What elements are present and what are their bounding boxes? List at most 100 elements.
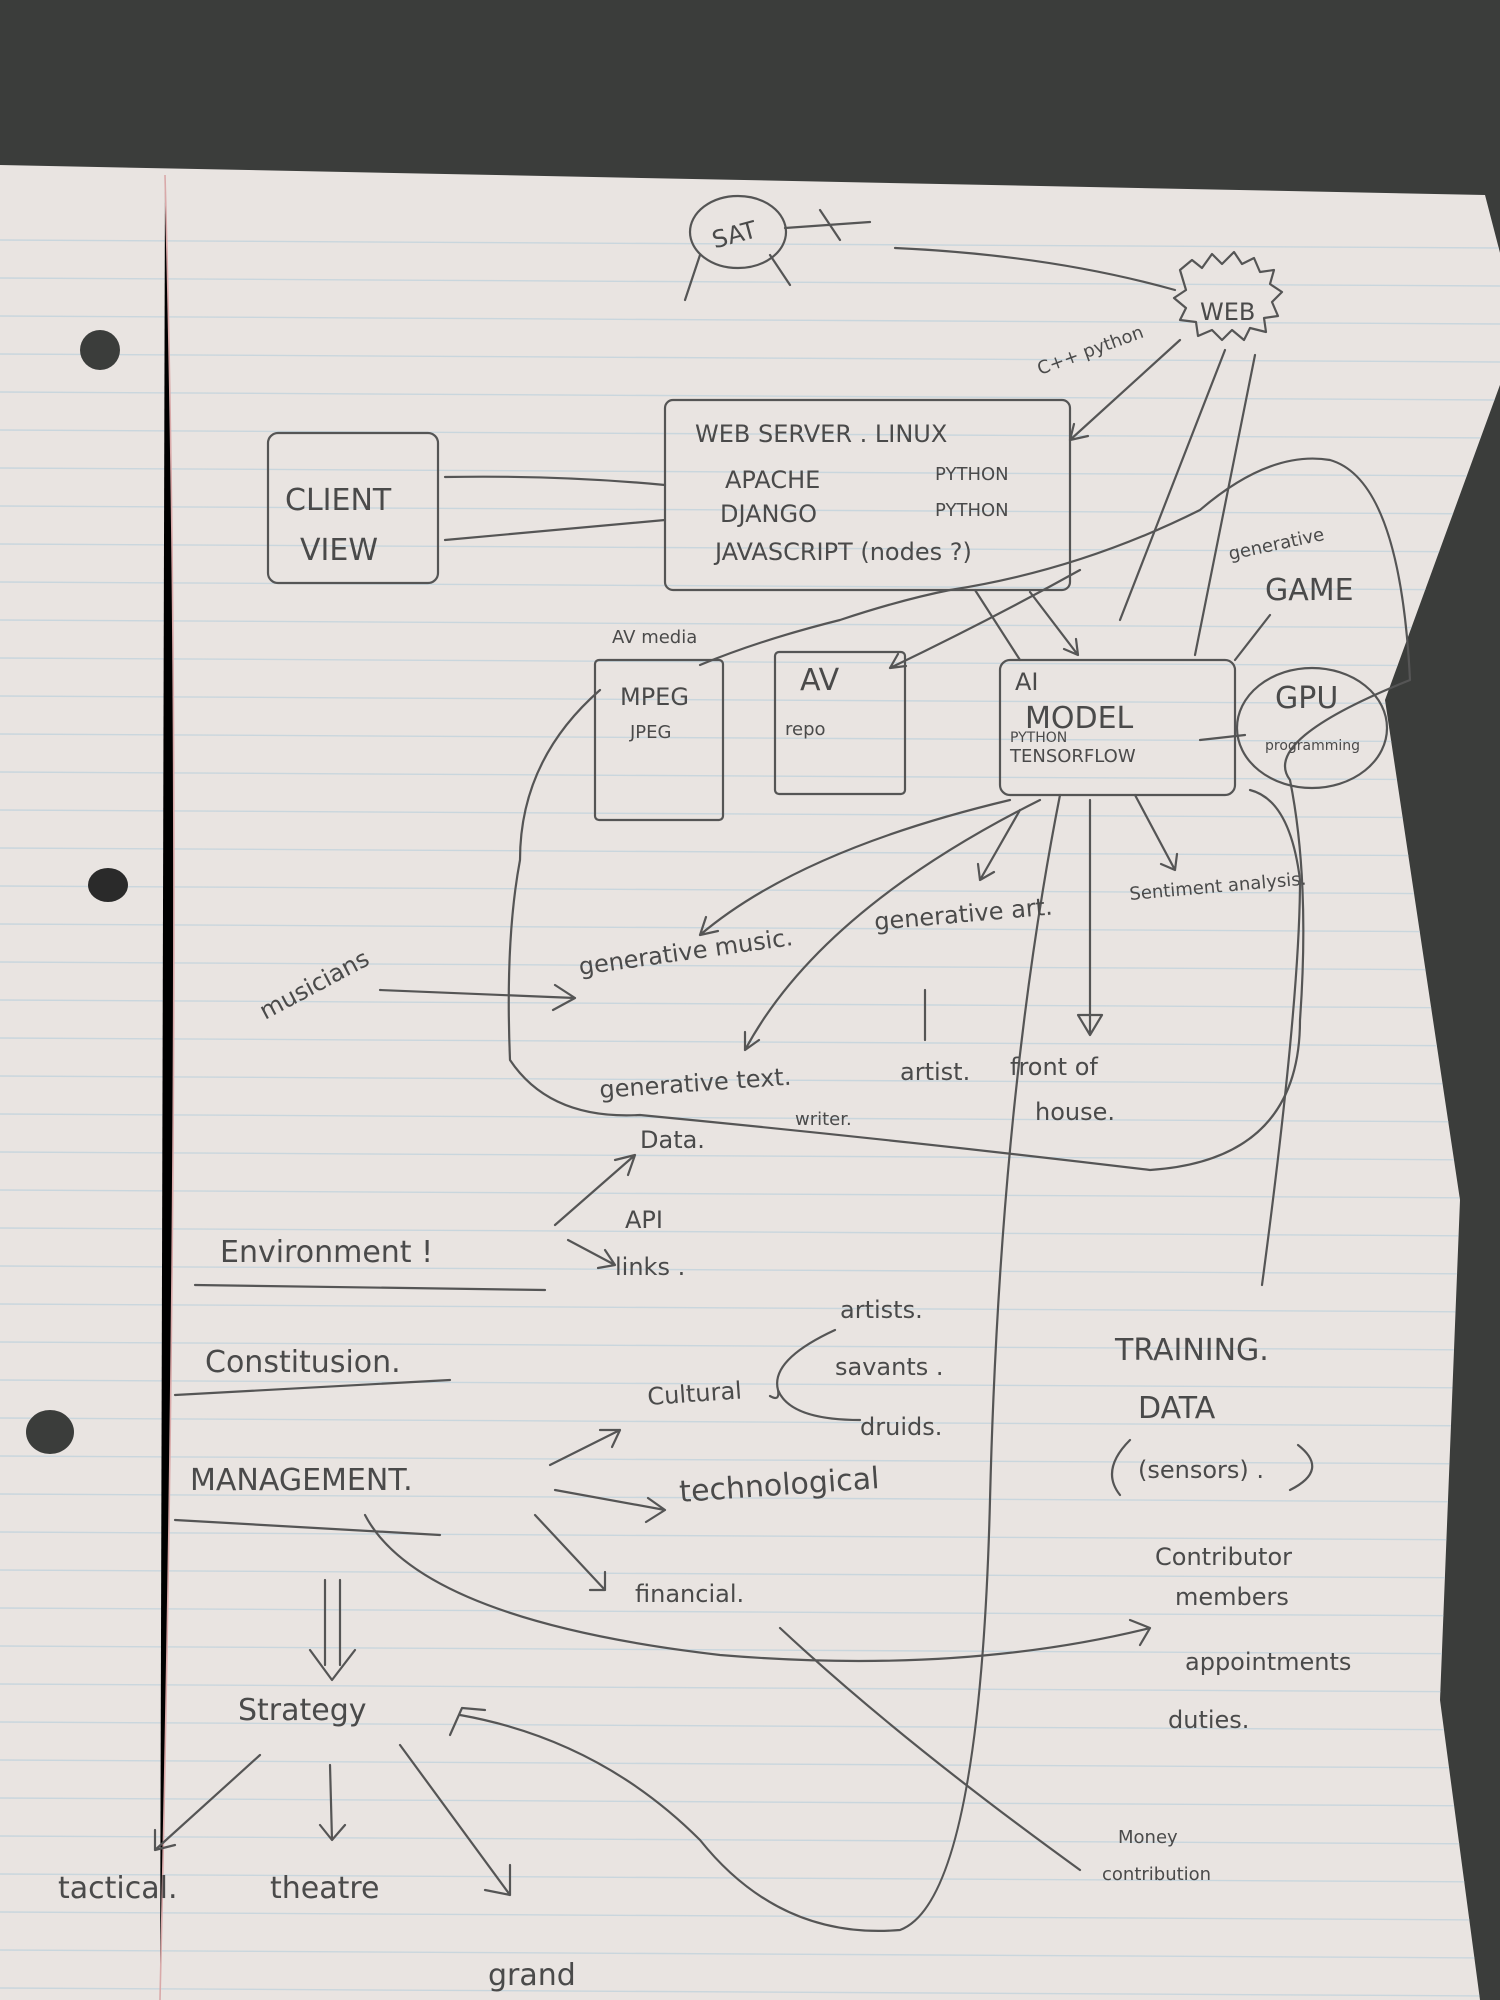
- sensors-label: (sensors) .: [1138, 1456, 1264, 1484]
- mpeg-box: [593, 658, 725, 822]
- strategy-to-grand-arrow: [398, 1743, 512, 1897]
- punch-hole-middle: [88, 868, 128, 902]
- training-label: TRAINING.: [1114, 1333, 1269, 1368]
- training-to-gpu-line: [1248, 788, 1302, 1287]
- av-repo-box: [773, 650, 907, 796]
- av-media-label: AV media: [612, 627, 697, 648]
- artists-label: artists.: [840, 1296, 923, 1324]
- artist-label: artist.: [900, 1058, 970, 1086]
- gpu-programming-label: programming: [1265, 738, 1360, 754]
- client-line1: CLIENT: [285, 483, 392, 518]
- theatre-label: theatre: [270, 1871, 380, 1906]
- jpeg-label: JPEG: [629, 722, 671, 743]
- punch-hole-bottom: [26, 1410, 74, 1454]
- webserver-to-av-line: [888, 568, 1082, 670]
- client-view-box: [266, 431, 440, 585]
- management-to-training-curve: [363, 1513, 1152, 1663]
- api-label: API: [625, 1206, 663, 1234]
- environment-heading: Environment !: [220, 1235, 433, 1270]
- webserver-javascript: JAVASCRIPT (nodes ?): [713, 538, 972, 566]
- front-of-label: front of: [1010, 1053, 1098, 1081]
- web-cloud: [1172, 250, 1284, 342]
- duties-label: duties.: [1168, 1706, 1249, 1734]
- webserver-python-1: PYTHON: [935, 464, 1009, 485]
- ai-to-art-arrow: [976, 808, 1022, 882]
- tactical-label: tactical.: [58, 1871, 178, 1906]
- house-label: house.: [1035, 1098, 1115, 1126]
- tensorflow-label: TENSORFLOW: [1009, 746, 1136, 767]
- ai-to-sentiment-arrow: [1133, 793, 1179, 872]
- mpeg-label: MPEG: [620, 683, 689, 711]
- druids-label: druids.: [860, 1413, 942, 1441]
- cultural-label: Cultural: [646, 1376, 742, 1411]
- webserver-apache: APACHE: [725, 466, 820, 494]
- data-heading-label: DATA: [1138, 1391, 1216, 1426]
- webserver-box: [663, 398, 1072, 592]
- web-label: WEB: [1200, 298, 1255, 326]
- ai-label: AI: [1015, 668, 1039, 696]
- mgmt-to-cultural-arrow: [548, 1428, 622, 1467]
- contribution-label: contribution: [1102, 1864, 1211, 1885]
- webserver-python-2: PYTHON: [935, 500, 1009, 521]
- repo-label: repo: [785, 719, 826, 740]
- links-label: links .: [615, 1253, 685, 1281]
- web-to-ai-line-1: [1118, 348, 1227, 622]
- game-to-ai-line: [1233, 613, 1272, 662]
- cultural-brace: [768, 1328, 862, 1422]
- sat-circle: [688, 194, 788, 270]
- mgmt-to-financial-arrow: [533, 1513, 607, 1592]
- model-label: MODEL: [1025, 701, 1134, 736]
- management-heading: MANAGEMENT.: [190, 1463, 413, 1498]
- webserver-django: DJANGO: [720, 500, 817, 528]
- financial-to-money-line: [778, 1626, 1082, 1872]
- constitution-underline: [173, 1378, 452, 1397]
- writer-label: writer.: [795, 1109, 852, 1130]
- system-boundary-loop: [507, 457, 1412, 1172]
- ai-to-music-arrow: [698, 798, 1012, 937]
- mgmt-to-strategy-arrow: [308, 1578, 357, 1682]
- client-line2: VIEW: [300, 533, 378, 568]
- sat-to-web-line: [893, 246, 1177, 292]
- appointments-label: appointments: [1185, 1648, 1351, 1676]
- gpu-circle: [1235, 666, 1389, 790]
- financial-label: financial.: [635, 1580, 744, 1608]
- env-to-data-arrow: [553, 1153, 637, 1227]
- ai-to-text-arrow: [743, 798, 1042, 1052]
- webserver-to-ai-line-1: [973, 588, 1022, 662]
- ai-to-front-arrow: [1076, 798, 1104, 1037]
- ai-model-box: [998, 658, 1237, 797]
- webserver-line1: WEB SERVER . LINUX: [695, 420, 947, 448]
- client-to-webserver-line-1: [443, 475, 667, 487]
- grand-label: grand: [488, 1958, 576, 1993]
- musicians-arrow: [378, 983, 577, 1012]
- ai-to-gpu-line: [1198, 733, 1247, 742]
- data-label: Data.: [640, 1126, 705, 1154]
- strategy-label: Strategy: [238, 1693, 367, 1728]
- savants-label: savants .: [835, 1353, 944, 1381]
- strategy-to-theatre-arrow: [318, 1763, 347, 1842]
- strategy-to-tactical-arrow: [153, 1753, 262, 1852]
- ruled-lines: [0, 239, 1500, 1997]
- strategy-bracket: [448, 1706, 487, 1737]
- mgmt-to-tech-arrow: [553, 1488, 667, 1524]
- environment-underline: [193, 1283, 547, 1292]
- margin-line: [159, 174, 175, 2000]
- contributor-label: Contributor: [1155, 1543, 1292, 1571]
- sat-legs: [683, 208, 872, 302]
- webserver-to-ai-line-2: [1028, 590, 1080, 657]
- generative-game-label-2: GAME: [1265, 573, 1354, 608]
- paper-sheet: [0, 165, 1500, 2000]
- ai-python-label: PYTHON: [1010, 730, 1067, 746]
- av-label: AV: [800, 663, 840, 698]
- money-label: Money: [1118, 1827, 1178, 1848]
- sensors-brackets: [1110, 1438, 1314, 1497]
- training-to-ai-line: [458, 793, 1062, 1932]
- management-underline: [173, 1518, 442, 1537]
- client-to-webserver-line-2: [443, 518, 667, 542]
- members-label: members: [1175, 1583, 1289, 1611]
- constitution-heading: Constitusion.: [205, 1345, 401, 1380]
- punch-hole-top: [80, 330, 120, 370]
- web-to-ai-line-2: [1193, 353, 1257, 657]
- env-to-api-arrow: [566, 1238, 617, 1270]
